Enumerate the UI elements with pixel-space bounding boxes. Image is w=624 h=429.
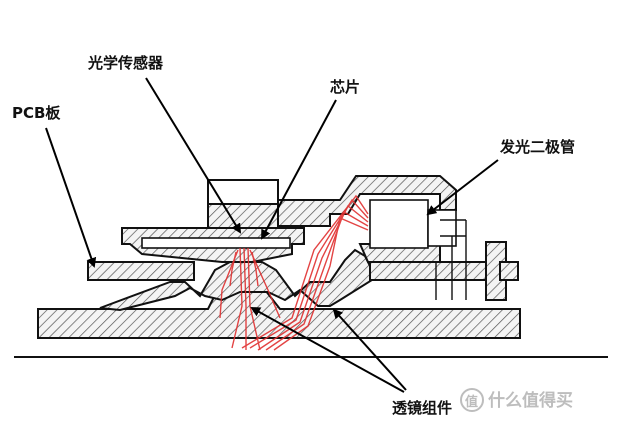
label-chip: 芯片	[330, 78, 360, 96]
led-housing	[277, 175, 457, 263]
label-pcb: PCB板	[12, 104, 61, 122]
led-leads	[435, 219, 467, 300]
chip-housing	[207, 179, 279, 229]
right-post	[485, 241, 519, 301]
arrow-lens-1	[250, 307, 405, 393]
arrow-chip	[261, 99, 337, 240]
arrow-lens-2	[332, 308, 407, 391]
light-rays	[219, 194, 369, 351]
zhi-logo-glyph: 值	[465, 394, 478, 410]
watermark: 值 什么值得买	[460, 388, 573, 412]
arrow-pcb	[45, 127, 97, 268]
base-plate	[37, 280, 521, 339]
leader-arrows	[45, 77, 499, 393]
watermark-text: 什么值得买	[488, 390, 573, 411]
label-optical-sensor: 光学传感器	[87, 54, 164, 72]
arrow-sensor	[145, 77, 242, 234]
arrow-led	[426, 159, 499, 216]
label-led: 发光二极管	[499, 138, 575, 156]
pcb-board	[87, 261, 519, 281]
zhi-logo-icon	[460, 388, 484, 412]
sensor-package	[121, 227, 305, 263]
label-lens-assembly: 透镜组件	[392, 399, 452, 417]
